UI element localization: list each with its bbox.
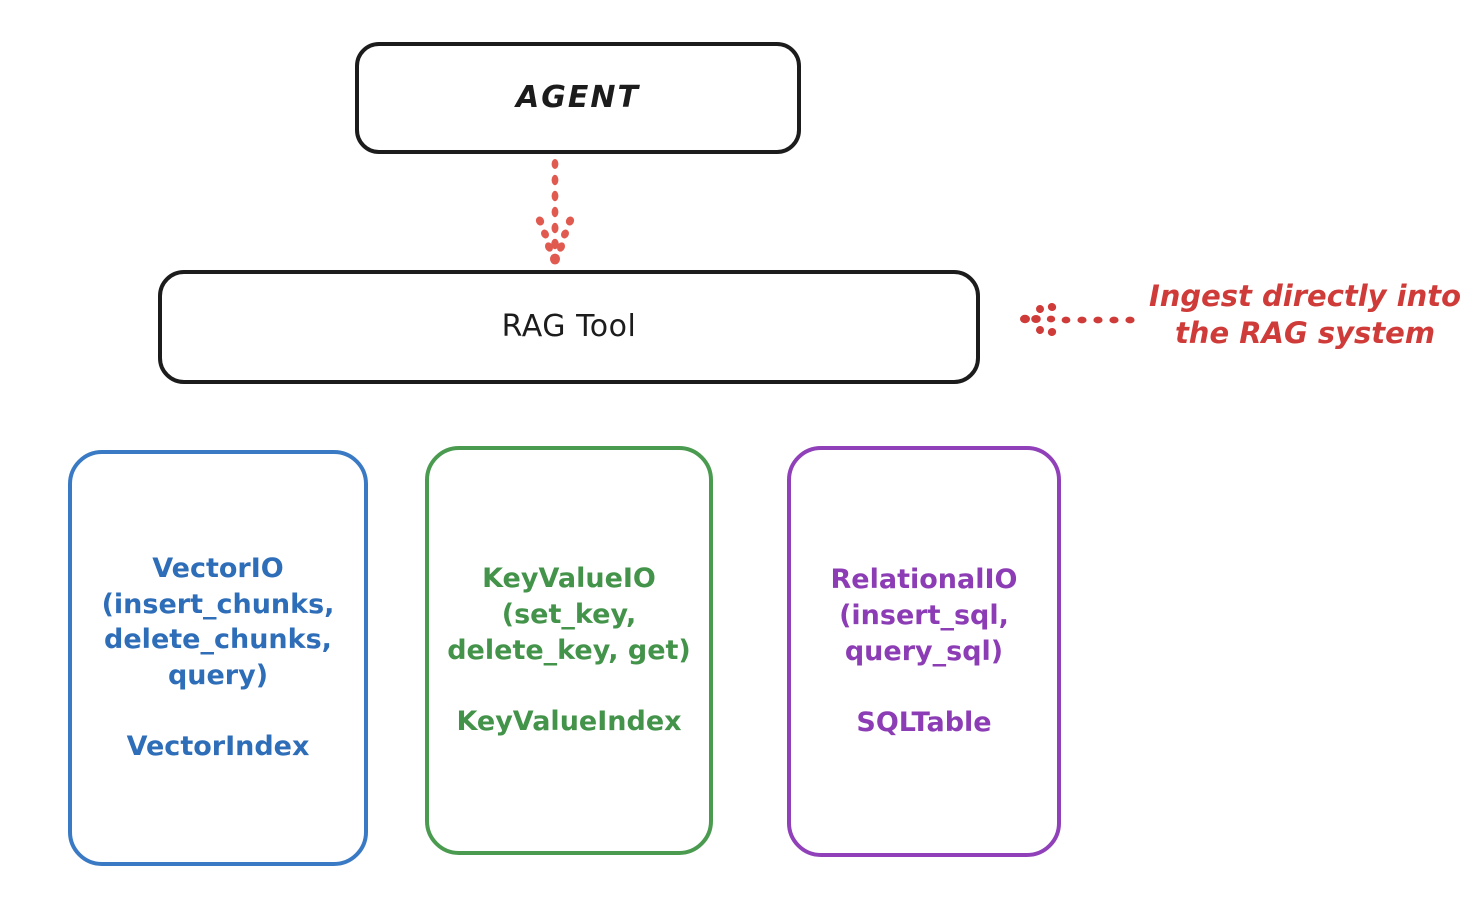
node-vector-io-api-label: VectorIO (insert_chunks, delete_chunks, … bbox=[101, 552, 335, 691]
node-relational-io-api-label: RelationalIO (insert_sql, query_sql) bbox=[830, 564, 1018, 667]
dotted-left-arrow-icon bbox=[1020, 302, 1135, 337]
annotation-ingest-note: Ingest directly into the RAG system bbox=[1148, 279, 1462, 351]
node-vector-io-index-label: VectorIndex bbox=[126, 731, 310, 763]
dotted-down-arrow-icon bbox=[535, 159, 575, 265]
node-key-value-io-index-label: KeyValueIndex bbox=[456, 706, 682, 738]
node-key-value-io[interactable]: KeyValueIO (set_key, delete_key, get) Ke… bbox=[425, 446, 713, 855]
node-rag-tool-label: RAG Tool bbox=[501, 308, 637, 344]
node-agent[interactable]: AGENT bbox=[355, 42, 801, 154]
node-vector-io[interactable]: VectorIO (insert_chunks, delete_chunks, … bbox=[68, 450, 368, 866]
node-key-value-io-api-label: KeyValueIO (set_key, delete_key, get) bbox=[447, 563, 691, 666]
node-relational-io-index-label: SQLTable bbox=[856, 707, 992, 739]
node-agent-label: AGENT bbox=[516, 79, 640, 115]
node-relational-io[interactable]: RelationalIO (insert_sql, query_sql) SQL… bbox=[787, 446, 1061, 857]
node-rag-tool[interactable]: RAG Tool bbox=[158, 270, 980, 384]
